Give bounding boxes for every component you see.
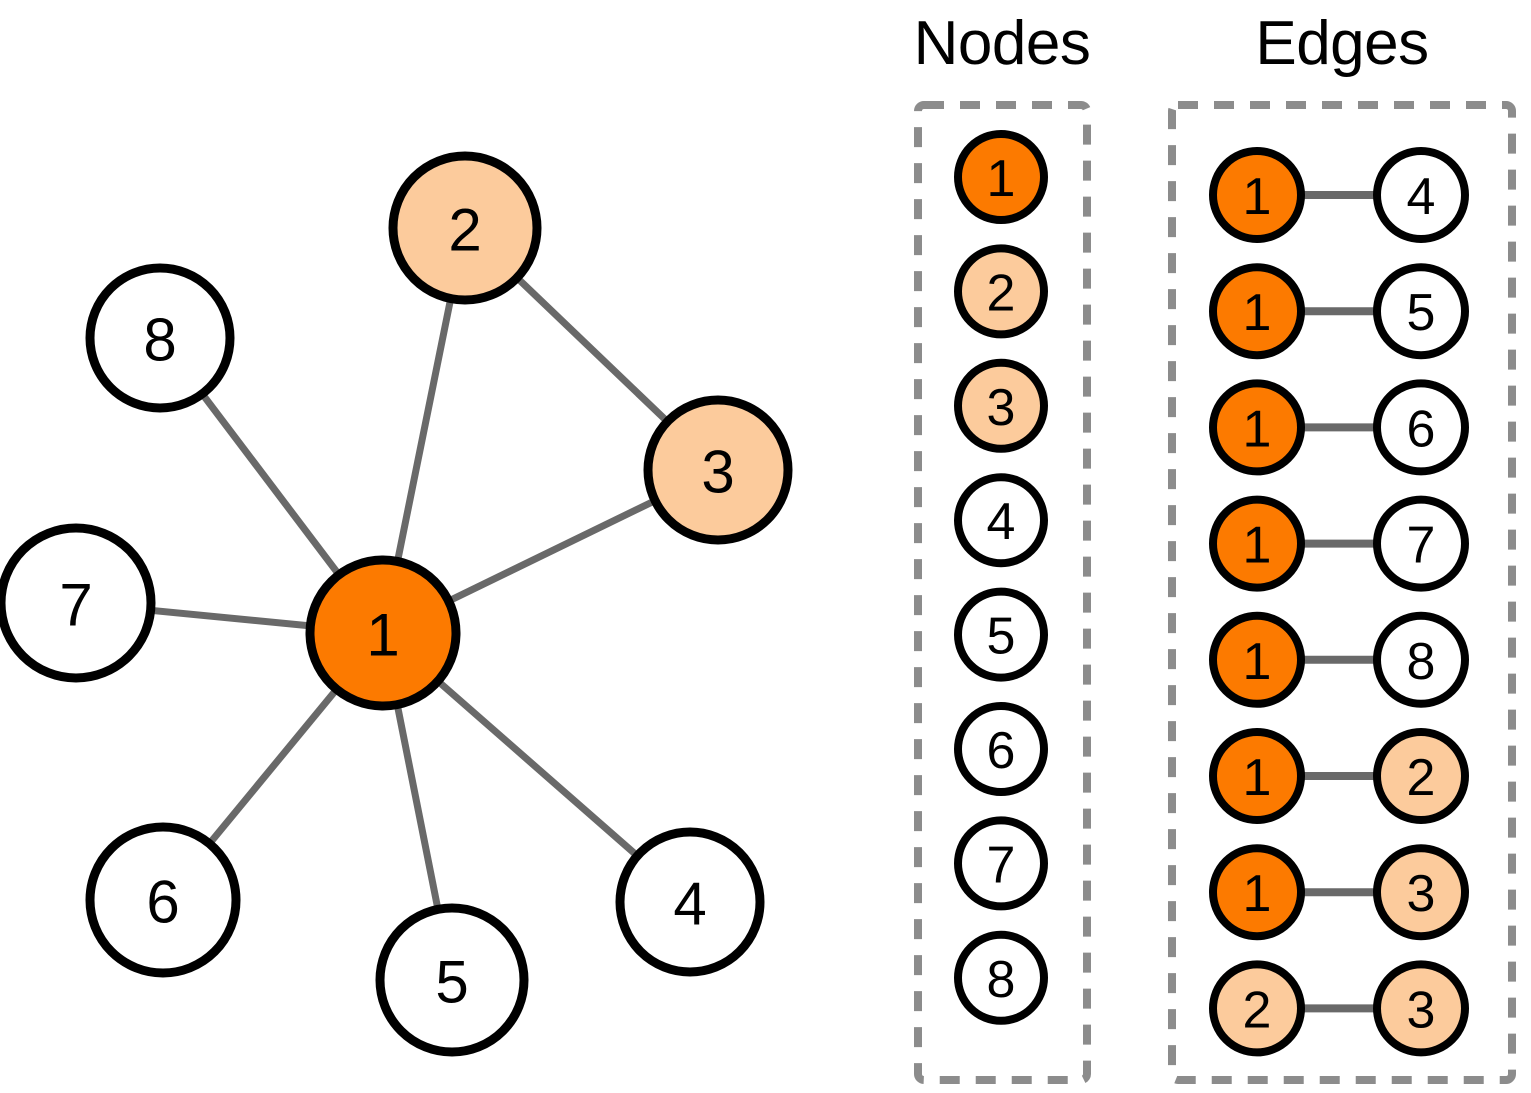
node-chip-label: 2: [1407, 749, 1436, 807]
edge-endpoint-left[interactable]: 1: [1209, 611, 1305, 708]
nodes-panel-title: Nodes: [913, 9, 1091, 78]
node-chip-label: 3: [1407, 981, 1436, 1039]
graph-node-4[interactable]: 4: [615, 827, 765, 977]
node-chip-label: 4: [987, 493, 1016, 551]
nodes-list-item-4[interactable]: 4: [954, 473, 1048, 568]
edge-endpoint-left[interactable]: 1: [1209, 263, 1305, 360]
graph-node-label: 5: [435, 949, 468, 1016]
node-chip-label: 6: [987, 722, 1016, 780]
graph-node-1[interactable]: 1: [305, 555, 461, 711]
nodes-list-item-5[interactable]: 5: [954, 587, 1048, 682]
node-chip-label: 5: [1407, 284, 1436, 342]
node-chip-label: 1: [1243, 168, 1272, 226]
nodes-list: 1 2 3 4 5 6 7 8: [954, 130, 1048, 1025]
edge-endpoint-right[interactable]: 5: [1373, 263, 1469, 360]
node-chip-label: 2: [1243, 981, 1272, 1039]
node-chip-label: 2: [987, 264, 1016, 322]
graph-node-layer: 1 2 3 4 5 6 7 8: [0, 151, 793, 1057]
edge-endpoint-right[interactable]: 8: [1373, 611, 1469, 708]
edge-endpoint-left[interactable]: 1: [1209, 495, 1305, 592]
graph-node-7[interactable]: 7: [0, 523, 156, 683]
edge-endpoint-left[interactable]: 2: [1209, 960, 1305, 1057]
node-chip-label: 5: [987, 608, 1016, 666]
graph-node-2[interactable]: 2: [388, 151, 542, 305]
node-chip-label: 6: [1407, 400, 1436, 458]
node-chip-label: 1: [1243, 865, 1272, 923]
node-chip-label: 1: [987, 150, 1016, 208]
nodes-list-item-2[interactable]: 2: [954, 244, 1048, 339]
edges-panel-border: [1168, 101, 1516, 1084]
nodes-list-item-8[interactable]: 8: [954, 930, 1048, 1025]
graph-node-6[interactable]: 6: [85, 822, 241, 978]
nodes-list-item-6[interactable]: 6: [954, 702, 1048, 796]
nodes-panel-border: [914, 101, 1091, 1084]
edge-endpoint-right[interactable]: 4: [1373, 147, 1469, 243]
node-chip-label: 7: [987, 836, 1016, 894]
graph-node-label: 7: [59, 572, 92, 639]
edge-endpoint-left[interactable]: 1: [1209, 844, 1305, 941]
node-chip-label: 1: [1243, 284, 1272, 342]
node-chip-label: 4: [1407, 168, 1436, 226]
nodes-panel-box: [914, 101, 1091, 1084]
edge-endpoint-right[interactable]: 2: [1373, 728, 1469, 824]
edge-endpoint-left[interactable]: 1: [1209, 147, 1305, 243]
edge-endpoint-right[interactable]: 3: [1373, 844, 1469, 941]
edge-endpoint-right[interactable]: 3: [1373, 960, 1469, 1057]
node-chip-label: 3: [1407, 865, 1436, 923]
graph-node-label: 2: [448, 197, 481, 264]
node-chip-label: 7: [1407, 517, 1436, 575]
edge-endpoint-right[interactable]: 7: [1373, 495, 1469, 592]
graph-node-5[interactable]: 5: [375, 903, 529, 1057]
edges-panel-title: Edges: [1255, 9, 1429, 78]
graph-node-label: 6: [146, 869, 179, 936]
node-chip-label: 1: [1243, 400, 1272, 458]
graph-node-label: 8: [143, 307, 176, 374]
node-chip-label: 3: [987, 379, 1016, 437]
node-chip-label: 1: [1243, 633, 1272, 691]
graph-canvas: 1 2 3 4 5 6 7 8: [0, 151, 793, 1057]
edge-endpoint-right[interactable]: 6: [1373, 379, 1469, 476]
nodes-list-item-3[interactable]: 3: [954, 358, 1048, 453]
node-chip-label: 1: [1243, 749, 1272, 807]
node-chip-label: 1: [1243, 517, 1272, 575]
edges-panel-box: [1168, 101, 1516, 1084]
graph-node-3[interactable]: 3: [643, 395, 793, 545]
graph-node-label: 4: [673, 871, 706, 938]
edge-endpoint-left[interactable]: 1: [1209, 379, 1305, 476]
graph-node-8[interactable]: 8: [85, 263, 235, 413]
graph-node-label: 3: [701, 439, 734, 506]
graph-node-label: 1: [366, 602, 399, 669]
node-chip-label: 8: [1407, 633, 1436, 691]
edge-endpoint-left[interactable]: 1: [1209, 728, 1305, 824]
node-chip-label: 8: [987, 951, 1016, 1009]
nodes-list-item-7[interactable]: 7: [954, 816, 1048, 911]
nodes-list-item-1[interactable]: 1: [954, 130, 1048, 224]
